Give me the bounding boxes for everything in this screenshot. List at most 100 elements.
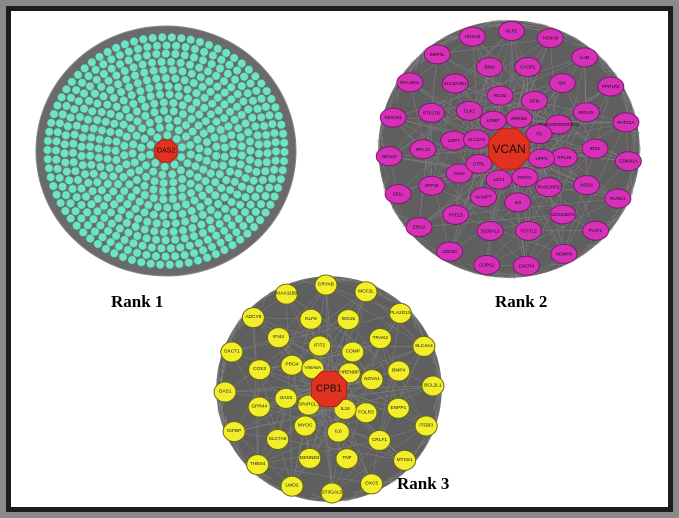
gene-node (93, 239, 103, 249)
gene-node (146, 127, 156, 137)
gene-node (213, 210, 223, 220)
gene-node (109, 249, 119, 258)
gene-node (97, 185, 107, 195)
node-circle (548, 73, 576, 94)
gene-node (109, 200, 119, 209)
gene-node (213, 82, 222, 91)
gene-node (258, 175, 268, 185)
gene-node: COPS2 (473, 254, 501, 275)
gene-node (131, 222, 140, 231)
gene-node (255, 184, 264, 193)
gene-node (106, 127, 115, 137)
node-circle (308, 335, 332, 357)
gene-node (217, 183, 226, 193)
gene-node (185, 169, 195, 178)
gene-node (198, 228, 208, 238)
gene-node (80, 169, 90, 179)
gene-node (271, 156, 280, 165)
gene-node (241, 119, 250, 128)
gene-node (198, 191, 207, 200)
gene-node (71, 206, 80, 216)
gene-node: FOLR3 (354, 402, 378, 424)
gene-node (53, 164, 62, 174)
gene-node (161, 219, 171, 229)
gene-node (85, 82, 95, 91)
gene-node (97, 126, 107, 135)
gene-node (220, 152, 230, 161)
gene-node: MCF2L (354, 281, 378, 303)
gene-node (115, 59, 125, 69)
gene-node (189, 53, 199, 62)
node-label: IGFBP (227, 428, 241, 434)
gene-node (103, 154, 112, 164)
gene-node (245, 214, 255, 224)
gene-node (142, 76, 152, 85)
gene-node (72, 121, 82, 131)
gene-node: HDMP9 (550, 243, 578, 264)
gene-node (78, 228, 88, 237)
gene-node (176, 152, 186, 162)
gene-node (133, 78, 143, 88)
node-label: OXC5 (365, 480, 378, 486)
gene-node (159, 106, 169, 116)
gene-node (267, 174, 277, 184)
gene-node (192, 98, 201, 107)
gene-node (132, 186, 141, 195)
gene-node (94, 153, 104, 163)
gene-node (178, 109, 188, 119)
node-circle (368, 328, 392, 350)
gene-node (108, 172, 118, 181)
gene-node (243, 105, 253, 114)
gene-node (176, 243, 185, 252)
gene-node (169, 178, 178, 187)
gene-node (211, 71, 221, 81)
gene-node (217, 55, 226, 65)
gene-node (207, 242, 217, 252)
gene-node (96, 221, 105, 230)
node-label: HOXA9 (543, 36, 559, 41)
gene-node (213, 93, 223, 102)
node-label: DENND2 (300, 455, 320, 461)
gene-node (107, 219, 117, 228)
gene-node (228, 240, 237, 250)
gene-node (111, 43, 121, 53)
gene-node (205, 77, 214, 86)
network-rank-3: CRYABMCF2LPLA2G15SLC4A4BCL2L1ITGB3MTSS1O… (213, 274, 445, 504)
gene-node (220, 88, 229, 97)
gene-node (110, 119, 119, 129)
gene-node (168, 194, 178, 204)
gene-node (128, 140, 138, 149)
gene-node (180, 76, 190, 85)
gene-node (101, 244, 111, 254)
node-circle (470, 187, 498, 208)
gene-node (180, 50, 190, 60)
gene-node (278, 129, 288, 139)
gene-node (115, 50, 125, 60)
gene-node (256, 199, 266, 209)
gene-node (103, 193, 112, 202)
gene-node: NOD2 (573, 175, 601, 196)
node-circle (520, 90, 548, 111)
gene-node (241, 192, 250, 202)
gene-node (87, 107, 97, 116)
node-circle (267, 327, 291, 349)
gene-node (133, 117, 142, 126)
gene-node (178, 67, 187, 76)
gene-node (89, 169, 99, 179)
node-label: SLC4A4 (415, 343, 433, 349)
gene-node (147, 243, 157, 252)
gene-node (178, 192, 187, 202)
node-label: CDC42EP4 (551, 212, 575, 217)
gene-node (135, 197, 144, 206)
gene-node (165, 122, 174, 132)
gene-node (73, 175, 83, 185)
gene-node (193, 172, 203, 182)
gene-node (72, 221, 81, 230)
node-label: CDKN1A (619, 159, 639, 164)
gene-node (237, 151, 247, 160)
node-label: IFIT2 (314, 343, 326, 349)
gene-node (111, 146, 120, 156)
node-label: SELL (393, 192, 405, 197)
gene-node (140, 190, 150, 200)
gene-node (207, 224, 216, 234)
